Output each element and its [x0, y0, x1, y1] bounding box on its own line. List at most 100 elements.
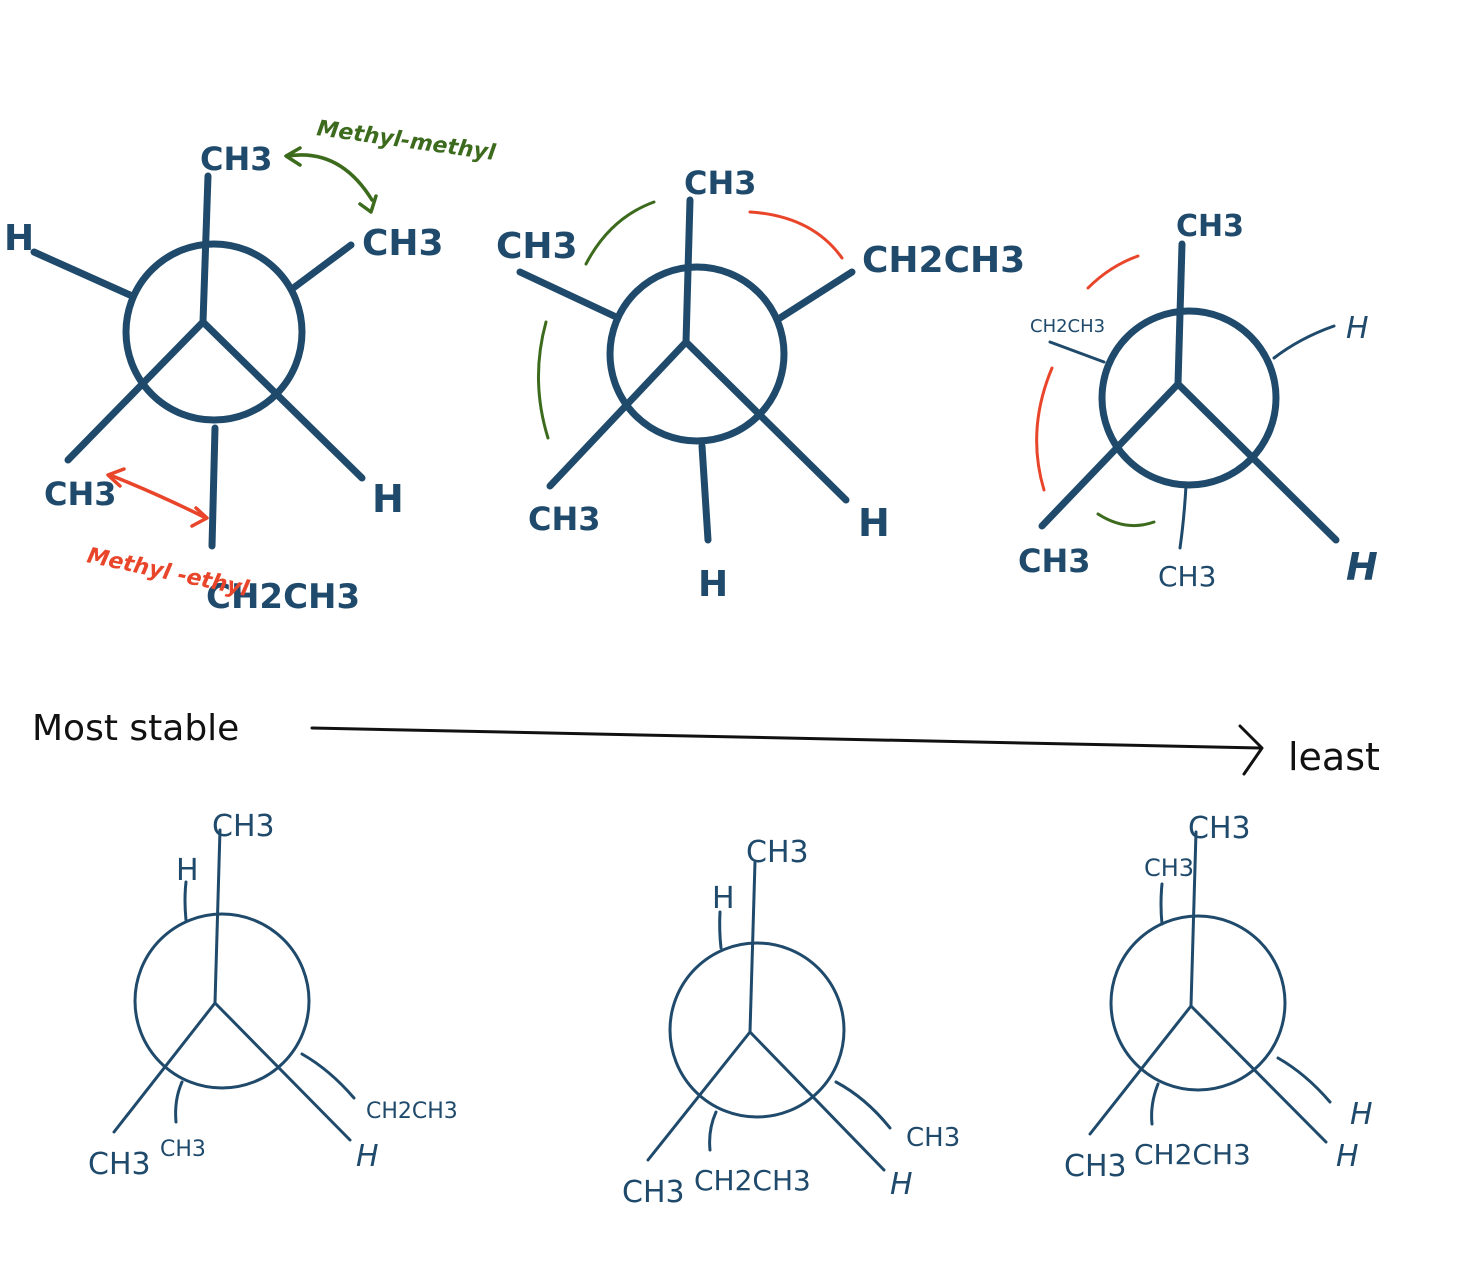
newman-5-front-bond-top [748, 860, 757, 1034]
newman-6-front-bond-bottom-left [1088, 1004, 1193, 1136]
newman-3-front-bottom-left-label: CH3 [1018, 542, 1091, 580]
newman-4-back-bond-bottom-right [300, 1052, 356, 1100]
newman-2-labels: CH3 CH3 CH2CH3 CH3 H H [496, 164, 1025, 605]
newman-6-back-carbon-circle [1109, 914, 1287, 1092]
newman-4-back-bond-top [183, 880, 188, 922]
newman-6-back-bottom-left-label: CH2CH3 [1134, 1138, 1251, 1171]
newman-2-front-bottom-right-label: H [858, 501, 890, 545]
newman-4-back-bottom-left-label: CH3 [160, 1137, 206, 1162]
newman-6-front-bottom-left-label: CH3 [1064, 1149, 1127, 1184]
newman-5-front-bond-bottom-right [748, 1030, 886, 1172]
newman-3-front-bond-bottom-right [1174, 380, 1340, 544]
newman-3-front-top-label: CH3 [1176, 209, 1244, 244]
newman-2-back-bond-bottom [698, 442, 712, 544]
methyl-methyl-annotation: Methyl-methyl [315, 116, 497, 166]
methyl-methyl-arrow [286, 153, 374, 202]
newman-4-back-carbon-circle [133, 912, 311, 1090]
newman-1-front-bond-bottom-right [199, 318, 366, 482]
newman-1-labels: CH3 H CH3 CH3 H CH2CH3 [4, 140, 444, 617]
newman-projection-4 [112, 828, 356, 1142]
newman-3-back-bottom-label: CH3 [1158, 560, 1216, 593]
newman-4-front-bond-top [213, 828, 222, 1005]
newman-projection-1 [30, 172, 366, 550]
most-stable-label: Most stable [32, 708, 239, 749]
newman-5-back-bottom-right-label: CH3 [906, 1123, 960, 1153]
newman-5-front-bond-bottom-left [646, 1030, 752, 1162]
newman-4-front-bond-bottom-right [213, 1001, 352, 1142]
newman-2-front-bond-top [682, 196, 694, 346]
newman-2-gauche-mark-green-top [584, 200, 656, 266]
newman-4-back-top-label: H [176, 853, 199, 888]
newman-3-eclipsed-mark-green [1096, 512, 1156, 528]
newman-5-front-top-label: CH3 [746, 835, 809, 870]
newman-3-back-carbon-circle [1098, 307, 1280, 489]
newman-1-front-top-label: CH3 [200, 140, 273, 178]
newman-2-back-carbon-circle [606, 263, 788, 445]
newman-6-labels: CH3 CH3 CH3 CH2CH3 H H [1064, 811, 1373, 1184]
methyl-ethyl-arrowhead-right [190, 506, 209, 528]
newman-5-back-bottom-left-label: CH2CH3 [694, 1164, 811, 1197]
newman-2-front-bottom-left-label: CH3 [528, 500, 601, 538]
newman-6-back-bottom-right-label: H [1350, 1097, 1373, 1132]
newman-6-back-top-label: CH3 [1144, 854, 1194, 882]
newman-6-front-bond-top [1189, 830, 1198, 1008]
newman-2-back-bottom-label: H [698, 564, 728, 605]
newman-2-gauche-mark-green-left [536, 320, 550, 440]
methyl-ethyl-annotation: Methyl -ethyl [85, 543, 252, 602]
newman-6-back-bond-top [1159, 882, 1164, 926]
newman-5-back-carbon-circle [668, 941, 846, 1119]
newman-1-back-bond-bottom [208, 424, 219, 550]
newman-4-labels: CH3 H CH3 CH3 CH2CH3 H [88, 809, 458, 1182]
newman-2-back-top-right-label: CH2CH3 [862, 240, 1025, 281]
methyl-methyl-arrowhead-right [358, 194, 378, 214]
newman-2-back-bond-top-right [776, 268, 856, 322]
newman-2-front-bond-bottom-left [546, 338, 690, 490]
newman-5-back-bond-bottom-right [834, 1080, 892, 1130]
newman-4-back-bottom-right-label: CH2CH3 [366, 1099, 458, 1124]
newman-2-gauche-mark-red [748, 210, 844, 260]
newman-2-back-top-left-label: CH3 [496, 226, 578, 267]
newman-5-front-bottom-right-label: H [890, 1167, 913, 1202]
methyl-ethyl-arrowhead-left [106, 467, 126, 488]
newman-projection-3 [1038, 240, 1340, 544]
methyl-ethyl-arrow [108, 473, 208, 520]
newman-projection-2 [516, 196, 856, 544]
newman-1-back-bond-top-right [288, 241, 355, 293]
newman-3-front-bottom-right-label: H [1346, 545, 1378, 589]
newman-3-thin-bonds [1048, 324, 1336, 550]
newman-1-back-top-right-label: CH3 [362, 223, 444, 264]
newman-3-eclipsed-mark-red-left [1035, 366, 1054, 492]
newman-1-back-carbon-circle [122, 240, 306, 424]
newman-2-front-top-label: CH3 [684, 164, 757, 202]
newman-3-labels: CH3 CH2CH3 H CH3 H CH3 [1018, 209, 1378, 593]
newman-4-back-bond-bottom-left [174, 1080, 184, 1124]
newman-2-front-bond-bottom-right [682, 338, 850, 504]
stability-arrowhead [1238, 724, 1264, 776]
newman-3-eclipsed-mark-red-top [1086, 254, 1140, 290]
newman-5-back-bond-top [718, 910, 723, 950]
newman-5-back-top-label: H [712, 881, 735, 916]
newman-3-back-bond-top-left [1048, 340, 1106, 364]
newman-5-front-bottom-left-label: CH3 [622, 1175, 685, 1210]
newman-3-back-top-right-label: H [1346, 311, 1369, 346]
newman-1-front-bottom-left-label: CH3 [44, 475, 117, 513]
newman-1-back-top-left-label: H [4, 218, 34, 259]
methyl-methyl-arrowhead-left [284, 146, 302, 167]
newman-5-labels: CH3 H CH3 CH2CH3 CH3 H [622, 835, 960, 1210]
newman-5-back-bond-bottom-left [708, 1110, 718, 1152]
newman-3-back-bond-top-right [1272, 324, 1336, 360]
newman-4-front-top-label: CH3 [212, 809, 275, 844]
newman-1-back-bottom-label: CH2CH3 [206, 577, 360, 617]
newman-6-front-top-label: CH3 [1188, 811, 1251, 846]
newman-1-front-bond-bottom-left [64, 318, 207, 464]
newman-3-front-bond-top [1174, 240, 1186, 388]
newman-6-front-bond-bottom-right [1189, 1004, 1328, 1144]
newman-4-front-bond-bottom-left [112, 1001, 217, 1134]
newman-3-back-top-left-label: CH2CH3 [1030, 316, 1105, 337]
newman-4-front-bottom-right-label: H [356, 1139, 379, 1174]
newman-projection-5 [646, 860, 892, 1172]
least-stable-label: least [1288, 735, 1380, 779]
newman-2-back-bond-top-left [516, 268, 618, 320]
newman-6-back-bond-bottom-right [1276, 1056, 1332, 1104]
